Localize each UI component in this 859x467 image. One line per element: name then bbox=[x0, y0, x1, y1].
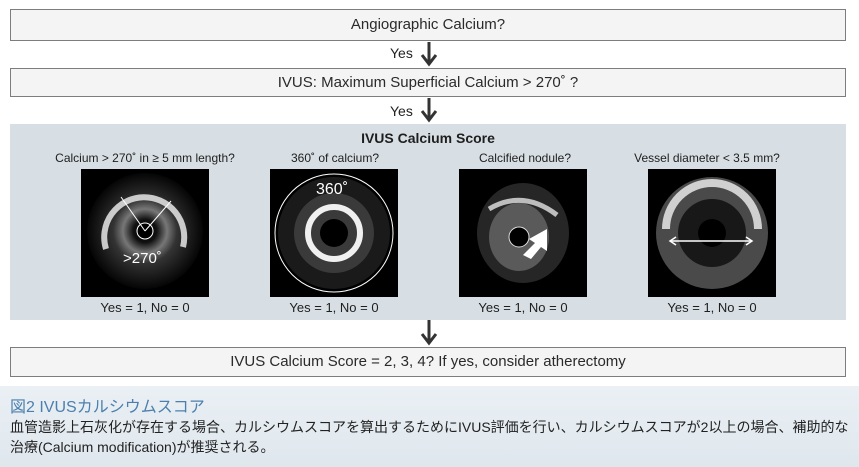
flow-box-score-result: IVUS Calcium Score = 2, 3, 4? If yes, co… bbox=[10, 347, 846, 377]
ivus-image-360: 360˚ bbox=[270, 169, 398, 297]
flow-box-ivus-max-calcium: IVUS: Maximum Superficial Calcium > 270˚… bbox=[10, 68, 846, 97]
figure-label: 図2 IVUSカルシウムスコア bbox=[10, 399, 205, 416]
yes-label-1: Yes bbox=[390, 45, 413, 61]
score-result-360: Yes = 1, No = 0 bbox=[289, 300, 379, 315]
ivus-image-nodule bbox=[459, 169, 587, 297]
score-question-arc: Calcium > 270˚ in ≥ 5 mm length? bbox=[55, 151, 235, 165]
nodule-arrow-icon bbox=[523, 229, 547, 259]
score-question-diameter: Vessel diameter < 3.5 mm? bbox=[634, 151, 780, 165]
score-result-diameter: Yes = 1, No = 0 bbox=[667, 300, 757, 315]
score-question-nodule: Calcified nodule? bbox=[478, 151, 572, 165]
score-result-arc: Yes = 1, No = 0 bbox=[100, 300, 190, 315]
calcium-score-panel: IVUS Calcium Score Calcium > 270˚ in ≥ 5… bbox=[10, 124, 846, 320]
down-arrow-icon bbox=[420, 320, 438, 346]
figure-caption-area: 図2 IVUSカルシウムスコア 血管造影上石灰化が存在する場合、カルシウムスコア… bbox=[0, 386, 859, 467]
score-panel-title: IVUS Calcium Score bbox=[361, 130, 495, 146]
ivus-image-diameter bbox=[648, 169, 776, 297]
yes-label-2: Yes bbox=[390, 103, 413, 119]
ivus-overlay-arc-label: >270˚ bbox=[123, 250, 162, 267]
ivus-image-arc: >270˚ bbox=[81, 169, 209, 297]
flow-box-angiographic-calcium: Angiographic Calcium? bbox=[10, 9, 846, 41]
score-result-nodule: Yes = 1, No = 0 bbox=[478, 300, 568, 315]
down-arrow-icon bbox=[420, 42, 438, 67]
score-question-360: 360˚ of calcium? bbox=[290, 151, 380, 165]
ivus-overlay-360-label: 360˚ bbox=[316, 181, 348, 198]
down-arrow-icon bbox=[420, 98, 438, 123]
figure-caption: 血管造影上石灰化が存在する場合、カルシウムスコアを算出するためにIVUS評価を行… bbox=[10, 419, 849, 455]
